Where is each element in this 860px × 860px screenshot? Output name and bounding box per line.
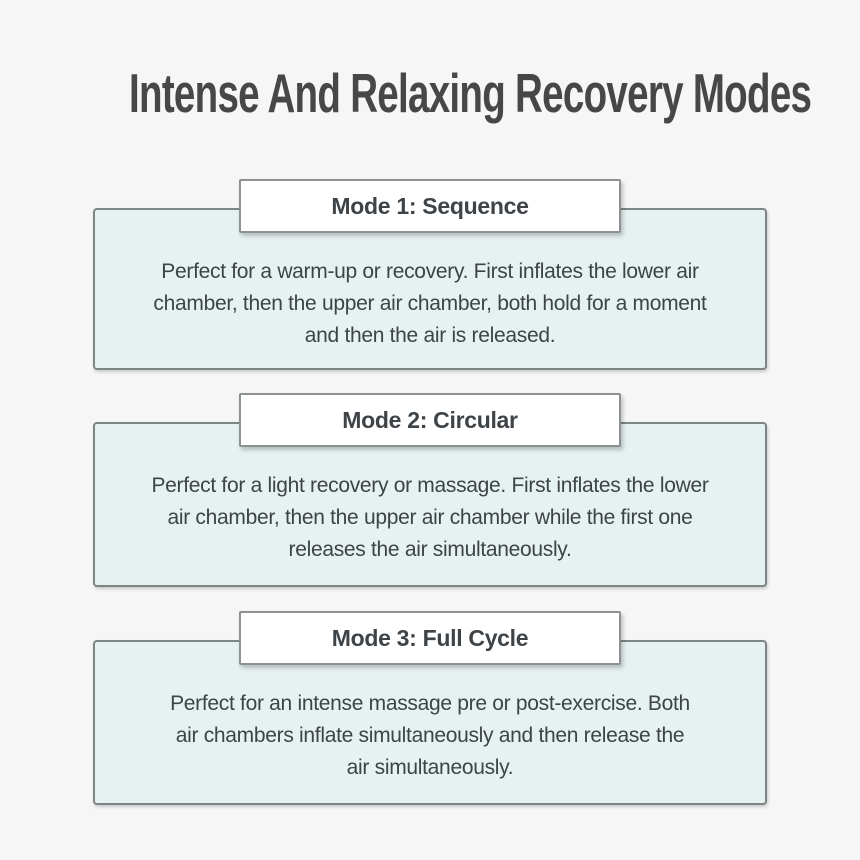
mode-description-line: air simultaneously. <box>346 756 514 779</box>
mode-full-cycle-title-badge: Mode 3: Full Cycle <box>239 611 621 665</box>
mode-circular-title-badge: Mode 2: Circular <box>239 393 621 447</box>
mode-card-sequence: Perfect for a warm-up or recovery. First… <box>93 179 767 370</box>
page-title: Intense And Relaxing Recovery Modes <box>129 62 812 124</box>
mode-sequence-description-panel: Perfect for a warm-up or recovery. First… <box>93 208 767 370</box>
mode-description-line: Perfect for an intense massage pre or po… <box>170 692 690 715</box>
mode-card-circular: Perfect for a light recovery or massage.… <box>93 393 767 587</box>
mode-sequence-title: Mode 1: Sequence <box>331 192 529 219</box>
mode-description-line: releases the air simultaneously. <box>288 538 572 561</box>
mode-description-line: chamber, then the upper air chamber, bot… <box>153 292 707 315</box>
mode-sequence-title-badge: Mode 1: Sequence <box>239 179 621 233</box>
mode-description-line: Perfect for a light recovery or massage.… <box>151 474 709 497</box>
mode-card-full-cycle: Perfect for an intense massage pre or po… <box>93 611 767 805</box>
mode-description-line: air chamber, then the upper air chamber … <box>167 506 693 529</box>
mode-description-line: air chambers inflate simultaneously and … <box>175 724 685 747</box>
mode-full-cycle-title: Mode 3: Full Cycle <box>331 624 529 651</box>
mode-description-line: and then the air is released. <box>304 324 556 347</box>
mode-circular-title: Mode 2: Circular <box>342 406 518 433</box>
mode-description-line: Perfect for a warm-up or recovery. First… <box>161 260 699 283</box>
